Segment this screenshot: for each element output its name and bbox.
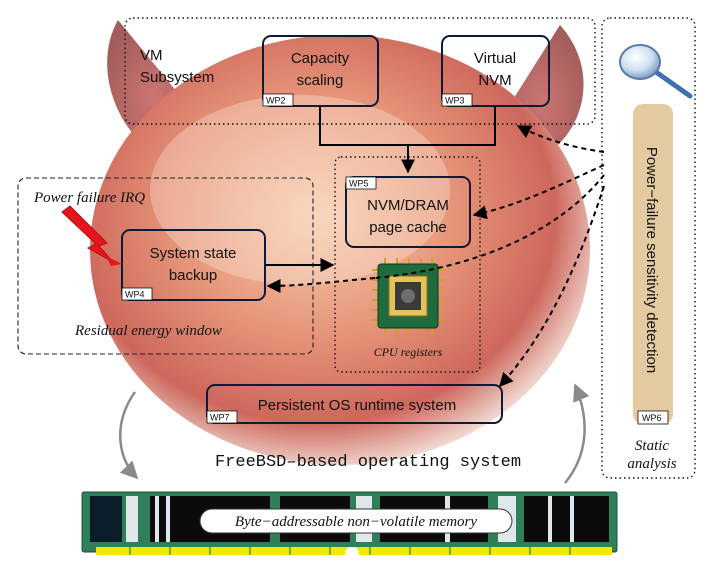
virtual-nvm-line1: Virtual (474, 50, 516, 67)
sensitivity-label: Power−failure sensitivity detection (643, 147, 660, 373)
page-cache-box[interactable]: WP5 NVM/DRAM page cache (345, 176, 471, 248)
irq-arrow-head (106, 256, 122, 266)
daemon-background-graphic (90, 20, 590, 465)
virtual-nvm-line2: NVM (478, 72, 511, 89)
cpu-chip-icon (372, 258, 444, 334)
residual-energy-window-label: Residual energy window (74, 323, 222, 339)
analysis-arrows (266, 125, 605, 388)
connector-to-page-cache (319, 106, 496, 172)
capacity-scaling-box[interactable]: Capacity scaling WP2 (262, 35, 379, 107)
static-analysis-line2: analysis (627, 456, 676, 472)
vm-subsystem-label-line1: VM (140, 47, 163, 64)
wp7-tag: WP7 (210, 413, 230, 423)
nvm-memory-module (81, 491, 618, 559)
capacity-scaling-line2: scaling (297, 72, 344, 89)
system-state-backup-box[interactable]: System state backup WP4 (121, 229, 266, 301)
grey-arrow-down (119, 391, 139, 480)
wp3-tag: WP3 (445, 96, 465, 106)
persistent-os-box[interactable]: WP7 Persistent OS runtime system (206, 384, 503, 424)
cpu-registers-label: CPU registers (374, 345, 443, 359)
page-cache-line2: page cache (369, 219, 447, 236)
sensitivity-detection-bar[interactable]: WP6 Power−failure sensitivity detection (633, 104, 673, 425)
wp4-tag: WP4 (125, 290, 145, 300)
static-analysis-line1: Static (635, 438, 670, 454)
capacity-scaling-line1: Capacity (291, 50, 350, 67)
core-container (334, 156, 481, 373)
wp2-tag: WP2 (266, 96, 286, 106)
nvm-memory-label: Byte−addressable non−volatile memory (235, 514, 477, 530)
magnifier-icon (619, 44, 693, 99)
static-analysis-container (601, 17, 696, 479)
vm-subsystem-label-line2: Subsystem (140, 69, 214, 86)
lightning-bolt-icon (61, 205, 114, 263)
grey-arrow-up (564, 383, 590, 484)
persistent-os-label: Persistent OS runtime system (258, 397, 456, 414)
system-state-backup-line2: backup (169, 267, 217, 284)
page-cache-line1: NVM/DRAM (367, 197, 449, 214)
wp6-tag: WP6 (642, 413, 662, 423)
wp5-tag: WP5 (349, 179, 369, 189)
power-failure-irq-label: Power failure IRQ (33, 190, 145, 206)
os-label: FreeBSD–based operating system (215, 453, 521, 472)
vm-subsystem-container (124, 17, 596, 125)
system-state-backup-line1: System state (150, 245, 237, 262)
